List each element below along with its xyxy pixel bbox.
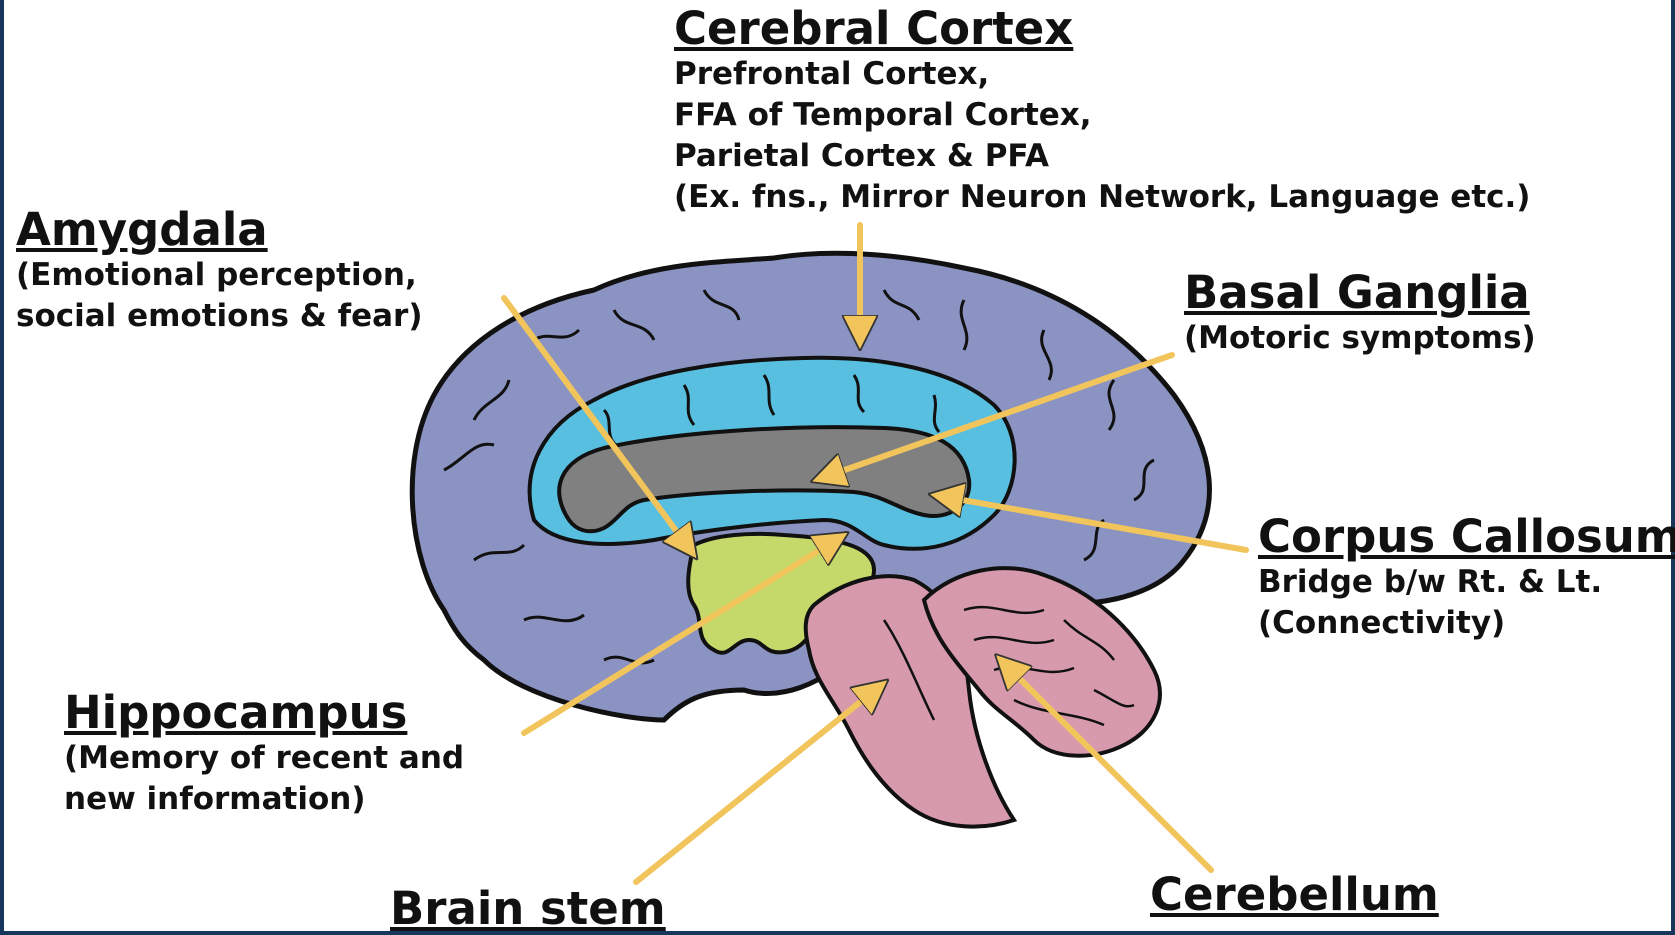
cerebral-cortex-line-3: Parietal Cortex & PFA xyxy=(674,136,1530,177)
hippocampus-title: Hippocampus xyxy=(64,688,464,738)
hippocampus-line-1: (Memory of recent and xyxy=(64,738,464,779)
diagram-frame: Cerebral Cortex Prefrontal Cortex, FFA o… xyxy=(4,0,1671,931)
basal-ganglia-title: Basal Ganglia xyxy=(1184,268,1536,318)
amygdala-label: Amygdala (Emotional perception, social e… xyxy=(16,205,422,337)
cerebral-cortex-line-4: (Ex. fns., Mirror Neuron Network, Langua… xyxy=(674,177,1530,218)
cerebral-cortex-line-2: FFA of Temporal Cortex, xyxy=(674,95,1530,136)
cerebral-cortex-label: Cerebral Cortex Prefrontal Cortex, FFA o… xyxy=(674,4,1530,218)
corpus-callosum-line-2: (Connectivity) xyxy=(1258,603,1675,644)
hippocampus-label: Hippocampus (Memory of recent and new in… xyxy=(64,688,464,820)
cerebral-cortex-line-1: Prefrontal Cortex, xyxy=(674,54,1530,95)
cerebellum-title: Cerebellum xyxy=(1150,870,1439,920)
basal-ganglia-label: Basal Ganglia (Motoric symptoms) xyxy=(1184,268,1536,359)
corpus-callosum-line-1: Bridge b/w Rt. & Lt. xyxy=(1258,562,1675,603)
brain-stem-label: Brain stem xyxy=(390,884,666,934)
amygdala-line-1: (Emotional perception, xyxy=(16,255,422,296)
cerebral-cortex-title: Cerebral Cortex xyxy=(674,4,1530,54)
amygdala-title: Amygdala xyxy=(16,205,422,255)
cerebellum-label: Cerebellum xyxy=(1150,870,1439,920)
basal-ganglia-line-1: (Motoric symptoms) xyxy=(1184,318,1536,359)
corpus-callosum-title: Corpus Callosum xyxy=(1258,512,1675,562)
brain-stem-title: Brain stem xyxy=(390,884,666,934)
hippocampus-line-2: new information) xyxy=(64,779,464,820)
corpus-callosum-label: Corpus Callosum Bridge b/w Rt. & Lt. (Co… xyxy=(1258,512,1675,644)
amygdala-line-2: social emotions & fear) xyxy=(16,296,422,337)
